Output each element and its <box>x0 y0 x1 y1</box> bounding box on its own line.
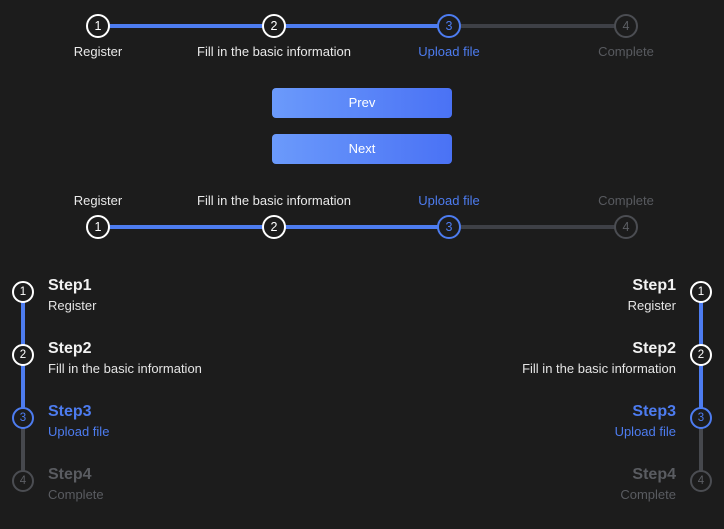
step-circle-4[interactable]: 4 <box>12 470 34 492</box>
step-text-3: Step3 Upload file <box>416 401 676 442</box>
step-circle-3[interactable]: 3 <box>12 407 34 429</box>
step-title-2: Step2 <box>48 340 92 357</box>
step-text-2: Step2 Fill in the basic information <box>416 338 676 379</box>
step-title-4: Step4 <box>48 466 92 483</box>
connector-1-2 <box>98 24 274 28</box>
step-title-1: Step1 <box>632 277 676 294</box>
vertical-stepper-right: 1 Step1 Register 2 Step2 Fill in the bas… <box>416 275 716 527</box>
step-circle-4[interactable]: 4 <box>690 470 712 492</box>
vertical-step-item-2[interactable]: 2 Step2 Fill in the basic information <box>416 338 716 423</box>
step-title-2: Step2 <box>632 340 676 357</box>
step-desc-3: Upload file <box>614 424 676 439</box>
connector-2-3 <box>699 360 703 423</box>
step-text-4: Step4 Complete <box>416 464 676 505</box>
step-label-3: Upload file <box>418 193 480 208</box>
step-text-3: Step3 Upload file <box>48 401 109 442</box>
step-circle-2[interactable]: 2 <box>262 215 286 239</box>
step-circle-2[interactable]: 2 <box>690 344 712 366</box>
connector-1-2 <box>98 225 274 229</box>
step-desc-4: Complete <box>48 487 104 502</box>
vertical-stepper-left: 1 Step1 Register 2 Step2 Fill in the bas… <box>8 275 308 527</box>
step-label-1: Register <box>73 193 123 208</box>
connector-3-4 <box>21 423 25 486</box>
connector-1-2 <box>699 297 703 360</box>
prev-button[interactable]: Prev <box>272 88 452 118</box>
step-title-4: Step4 <box>632 466 676 483</box>
step-text-4: Step4 Complete <box>48 464 104 505</box>
step-title-3: Step3 <box>632 403 676 420</box>
next-button[interactable]: Next <box>272 134 452 164</box>
step-desc-1: Register <box>627 298 676 313</box>
step-circle-4[interactable]: 4 <box>614 215 638 239</box>
step-text-2: Step2 Fill in the basic information <box>48 338 202 379</box>
step-desc-1: Register <box>48 298 97 313</box>
step-circle-1[interactable]: 1 <box>12 281 34 303</box>
connector-2-3 <box>274 225 449 229</box>
step-text-1: Step1 Register <box>48 275 96 316</box>
step-label-4: Complete <box>598 193 654 208</box>
step-title-3: Step3 <box>48 403 92 420</box>
connector-3-4 <box>449 24 626 28</box>
step-desc-2: Fill in the basic information <box>48 361 202 376</box>
vertical-step-item-3[interactable]: 3 Step3 Upload file <box>416 401 716 486</box>
connector-3-4 <box>449 225 626 229</box>
step-circle-1[interactable]: 1 <box>86 215 110 239</box>
step-circle-2[interactable]: 2 <box>12 344 34 366</box>
vertical-step-item-4[interactable]: 4 Step4 Complete <box>416 464 716 527</box>
step-label-2: Fill in the basic information <box>197 193 351 208</box>
step-text-1: Step1 Register <box>416 275 676 316</box>
horizontal-stepper-top: 1 Register 2 Fill in the basic informati… <box>0 14 724 64</box>
step-circle-3[interactable]: 3 <box>690 407 712 429</box>
stepper-track: 1 Register 2 Fill in the basic informati… <box>0 14 724 64</box>
step-desc-4: Complete <box>620 487 676 502</box>
step-label-1: Register <box>73 44 123 59</box>
step-label-4: Complete <box>598 44 654 59</box>
step-label-3: Upload file <box>418 44 480 59</box>
step-title-1: Step1 <box>48 277 92 294</box>
step-circle-3[interactable]: 3 <box>437 14 461 38</box>
connector-1-2 <box>21 297 25 360</box>
step-circle-4[interactable]: 4 <box>614 14 638 38</box>
vertical-step-item-1[interactable]: 1 Step1 Register <box>416 275 716 360</box>
connector-3-4 <box>699 423 703 486</box>
vertical-step-item-2[interactable]: 2 Step2 Fill in the basic information <box>8 338 308 423</box>
vertical-step-item-4[interactable]: 4 Step4 Complete <box>8 464 308 527</box>
step-circle-1[interactable]: 1 <box>86 14 110 38</box>
connector-2-3 <box>21 360 25 423</box>
step-circle-3[interactable]: 3 <box>437 215 461 239</box>
horizontal-stepper-bottom: 1 Register 2 Fill in the basic informati… <box>0 193 724 265</box>
step-desc-3: Upload file <box>48 424 110 439</box>
step-desc-2: Fill in the basic information <box>522 361 676 376</box>
step-label-2: Fill in the basic information <box>197 44 351 59</box>
connector-2-3 <box>274 24 449 28</box>
step-circle-1[interactable]: 1 <box>690 281 712 303</box>
stepper-track: 1 Register 2 Fill in the basic informati… <box>0 193 724 265</box>
vertical-step-item-3[interactable]: 3 Step3 Upload file <box>8 401 308 486</box>
prev-button-wrap: Prev <box>272 88 452 118</box>
next-button-wrap: Next <box>272 134 452 164</box>
vertical-step-item-1[interactable]: 1 Step1 Register <box>8 275 308 360</box>
step-circle-2[interactable]: 2 <box>262 14 286 38</box>
